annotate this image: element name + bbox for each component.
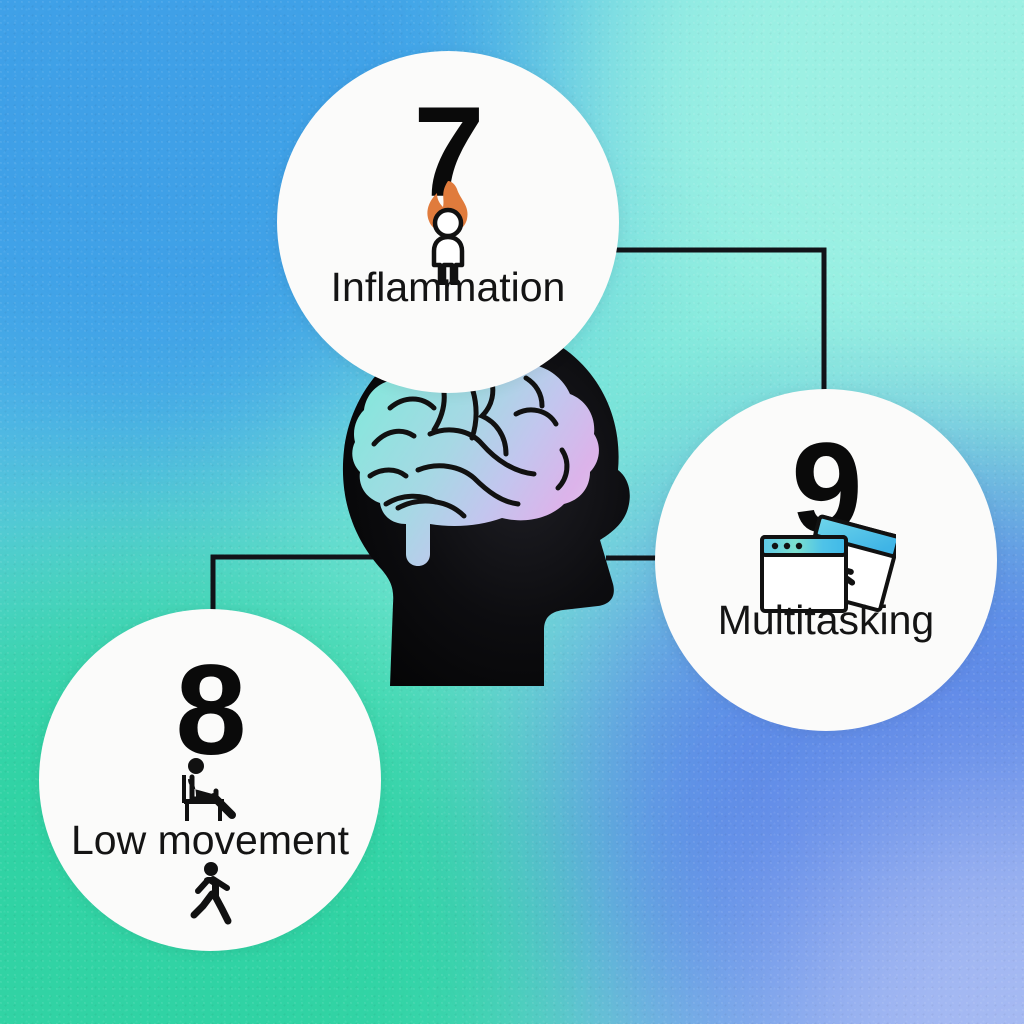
connector-head-to-low-movement bbox=[210, 554, 424, 618]
overlapping-browser-windows-icon bbox=[655, 509, 997, 621]
brain-shape bbox=[352, 351, 599, 566]
head-silhouette-icon bbox=[342, 326, 630, 686]
brain-head-figure bbox=[330, 318, 660, 686]
node-number-9: 9 bbox=[791, 417, 862, 560]
node-number-7: 7 bbox=[413, 81, 484, 224]
person-head-on-fire-icon bbox=[277, 179, 619, 285]
person-body bbox=[431, 234, 465, 285]
node-inflammation-content: 7 Inflammation bbox=[277, 51, 619, 393]
person-sitting-on-chair-icon bbox=[39, 757, 381, 823]
browser-window-back bbox=[799, 514, 896, 613]
brain-folds bbox=[367, 365, 570, 519]
node-low-movement-content: 8 Low movement bbox=[39, 609, 381, 951]
browser-window-front bbox=[760, 535, 848, 613]
node-number-8: 8 bbox=[175, 639, 246, 782]
flame-shape bbox=[427, 181, 468, 233]
connector-head-to-multitasking bbox=[612, 247, 827, 392]
person-head bbox=[432, 207, 464, 239]
node-multitasking-content: 9 bbox=[655, 389, 997, 731]
